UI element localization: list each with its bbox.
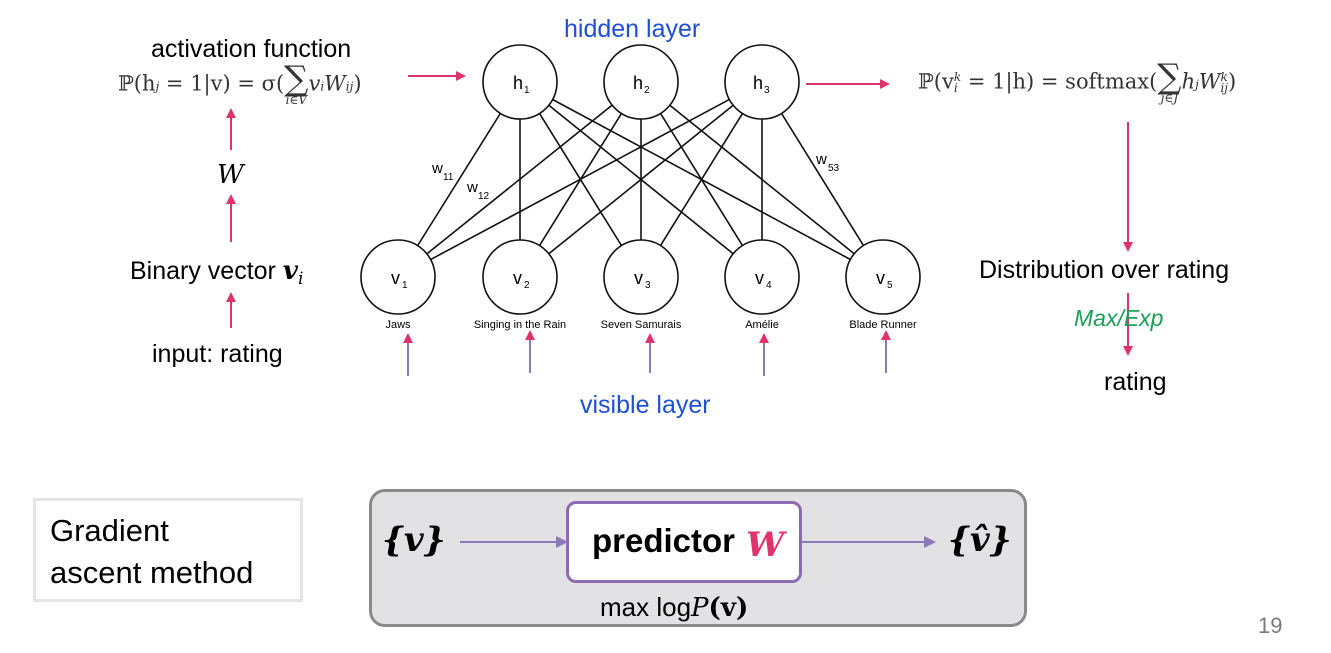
hidden-node-3: h 3	[724, 44, 800, 120]
movie-label-4: Amélie	[745, 319, 779, 331]
svg-text:11: 11	[443, 172, 454, 183]
hidden-node-2: h 2	[603, 44, 679, 120]
hidden-node-3-sub: 3	[764, 85, 770, 96]
gradient-line-1: Gradient	[50, 513, 169, 548]
visible-node-5-sub: 5	[887, 280, 893, 291]
visible-node-2: v 2	[482, 239, 558, 315]
edges	[416, 98, 865, 261]
page-number: 19	[1258, 613, 1283, 638]
edge-h3-v5	[780, 113, 865, 246]
visible-node-3-sub: 3	[645, 280, 651, 291]
visible-node-4-sub: 4	[766, 280, 772, 291]
hidden-node-2-label: h	[633, 73, 643, 93]
weight-label-w12: w 12	[466, 179, 490, 202]
hidden-node-2-sub: 2	[644, 85, 650, 96]
hidden-node-1: h 1	[482, 44, 558, 120]
visible-node-1-label: v	[391, 268, 400, 288]
predictor-label: predictor	[592, 522, 736, 559]
visible-node-5-label: v	[876, 268, 885, 288]
movie-label-1: Jaws	[385, 319, 411, 331]
rating-output-label: rating	[1104, 368, 1167, 396]
weight-label-w53: w 53	[815, 151, 840, 174]
svg-text:w: w	[815, 151, 827, 168]
visible-node-3-label: v	[634, 268, 643, 288]
edge-h3-v3	[659, 113, 744, 246]
output-set-label: {v̂}	[948, 520, 1012, 560]
activation-function-label: activation function	[151, 35, 352, 63]
visible-node-4: v 4	[724, 239, 800, 315]
input-rating-label: input: rating	[152, 340, 283, 368]
svg-text:12: 12	[478, 191, 490, 202]
input-set-label: {v}	[382, 520, 446, 560]
hidden-node-3-label: h	[753, 73, 763, 93]
edge-h3-v1	[430, 98, 730, 261]
visible-node-4-label: v	[755, 268, 764, 288]
max-exp-label: Max/Exp	[1074, 305, 1164, 331]
visible-node-2-sub: 2	[524, 280, 530, 291]
visible-node-3: v 3	[603, 239, 679, 315]
movie-label-5: Blade Runner	[849, 319, 917, 331]
distribution-label: Distribution over rating	[979, 256, 1230, 284]
hidden-layer-label: hidden layer	[564, 15, 701, 43]
predictor-w: W	[746, 525, 785, 565]
visible-layer-label: visible layer	[580, 391, 711, 419]
gradient-ascent-box: Gradient ascent method	[33, 498, 303, 602]
weight-label-w11: w 11	[431, 160, 454, 183]
visible-node-1-sub: 1	[402, 280, 408, 291]
edge-h1-v1	[416, 112, 502, 247]
visible-node-2-label: v	[513, 268, 522, 288]
gradient-line-2: ascent method	[50, 555, 254, 590]
edge-h2-v1	[426, 104, 613, 255]
visible-node-1: v 1	[360, 239, 436, 315]
movie-label-2: Singing in the Rain	[474, 319, 566, 331]
objective-label: max logP(v)	[600, 592, 749, 623]
hidden-node-1-label: h	[513, 73, 523, 93]
svg-text:w: w	[466, 179, 478, 196]
binary-vector-label: Binary vector vi	[130, 256, 304, 289]
edge-h3-v2	[548, 104, 734, 255]
w-symbol: W	[217, 160, 244, 190]
visible-node-5: v 5	[845, 239, 921, 315]
movie-label-3: Seven Samurais	[601, 319, 682, 331]
hidden-node-1-sub: 1	[524, 85, 530, 96]
svg-text:w: w	[431, 160, 443, 177]
svg-text:53: 53	[828, 163, 840, 174]
